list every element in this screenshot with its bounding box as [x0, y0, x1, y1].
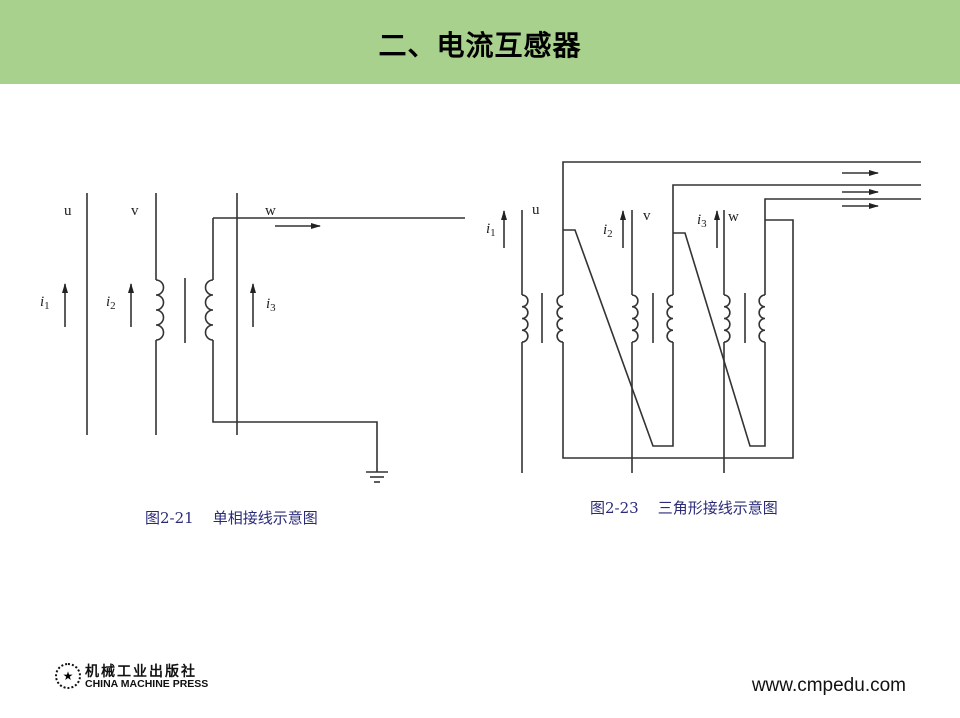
ground-wire — [212, 340, 378, 472]
wire — [672, 184, 921, 295]
website-link[interactable]: www.cmpedu.com — [751, 675, 906, 696]
label-v: v — [131, 203, 139, 219]
label-i3: i3 — [266, 296, 276, 314]
label-i2: i2 — [603, 222, 613, 240]
label-i1: i1 — [40, 294, 50, 312]
secondary-coil-u — [556, 294, 564, 343]
slide-header: 二、电流互感器 — [0, 0, 960, 84]
label-w: w — [265, 203, 276, 219]
wire — [764, 198, 921, 295]
star-gear-icon: ★ — [55, 663, 81, 689]
wire — [562, 161, 921, 295]
primary-coil-u — [521, 294, 529, 343]
primary-coil-v — [631, 294, 639, 343]
secondary-coil — [204, 279, 214, 341]
label-w: w — [728, 209, 739, 225]
wire — [563, 229, 674, 447]
slide-title: 二、电流互感器 — [378, 29, 582, 62]
wire — [673, 232, 766, 447]
label-i2: i2 — [106, 294, 116, 312]
delta-wiring-diagram — [501, 161, 921, 473]
single-phase-wiring-diagram — [62, 193, 465, 483]
label-u: u — [532, 202, 540, 218]
label-v: v — [643, 208, 651, 224]
secondary-coil-v — [666, 294, 674, 343]
label-u: u — [64, 203, 72, 219]
primary-coil-v — [155, 279, 165, 341]
primary-coil-w — [723, 294, 731, 343]
secondary-coil-w — [758, 294, 766, 343]
figure-caption-2-23: 图2-23 三角形接线示意图 — [590, 499, 778, 517]
figure-caption-2-21: 图2-21 单相接线示意图 — [145, 509, 318, 527]
logo-english-text: CHINA MACHINE PRESS — [85, 678, 209, 690]
wire — [562, 219, 794, 459]
label-i1: i1 — [486, 221, 496, 239]
label-i3: i3 — [697, 212, 707, 230]
logo-chinese-text: 机械工业出版社 — [85, 664, 197, 680]
